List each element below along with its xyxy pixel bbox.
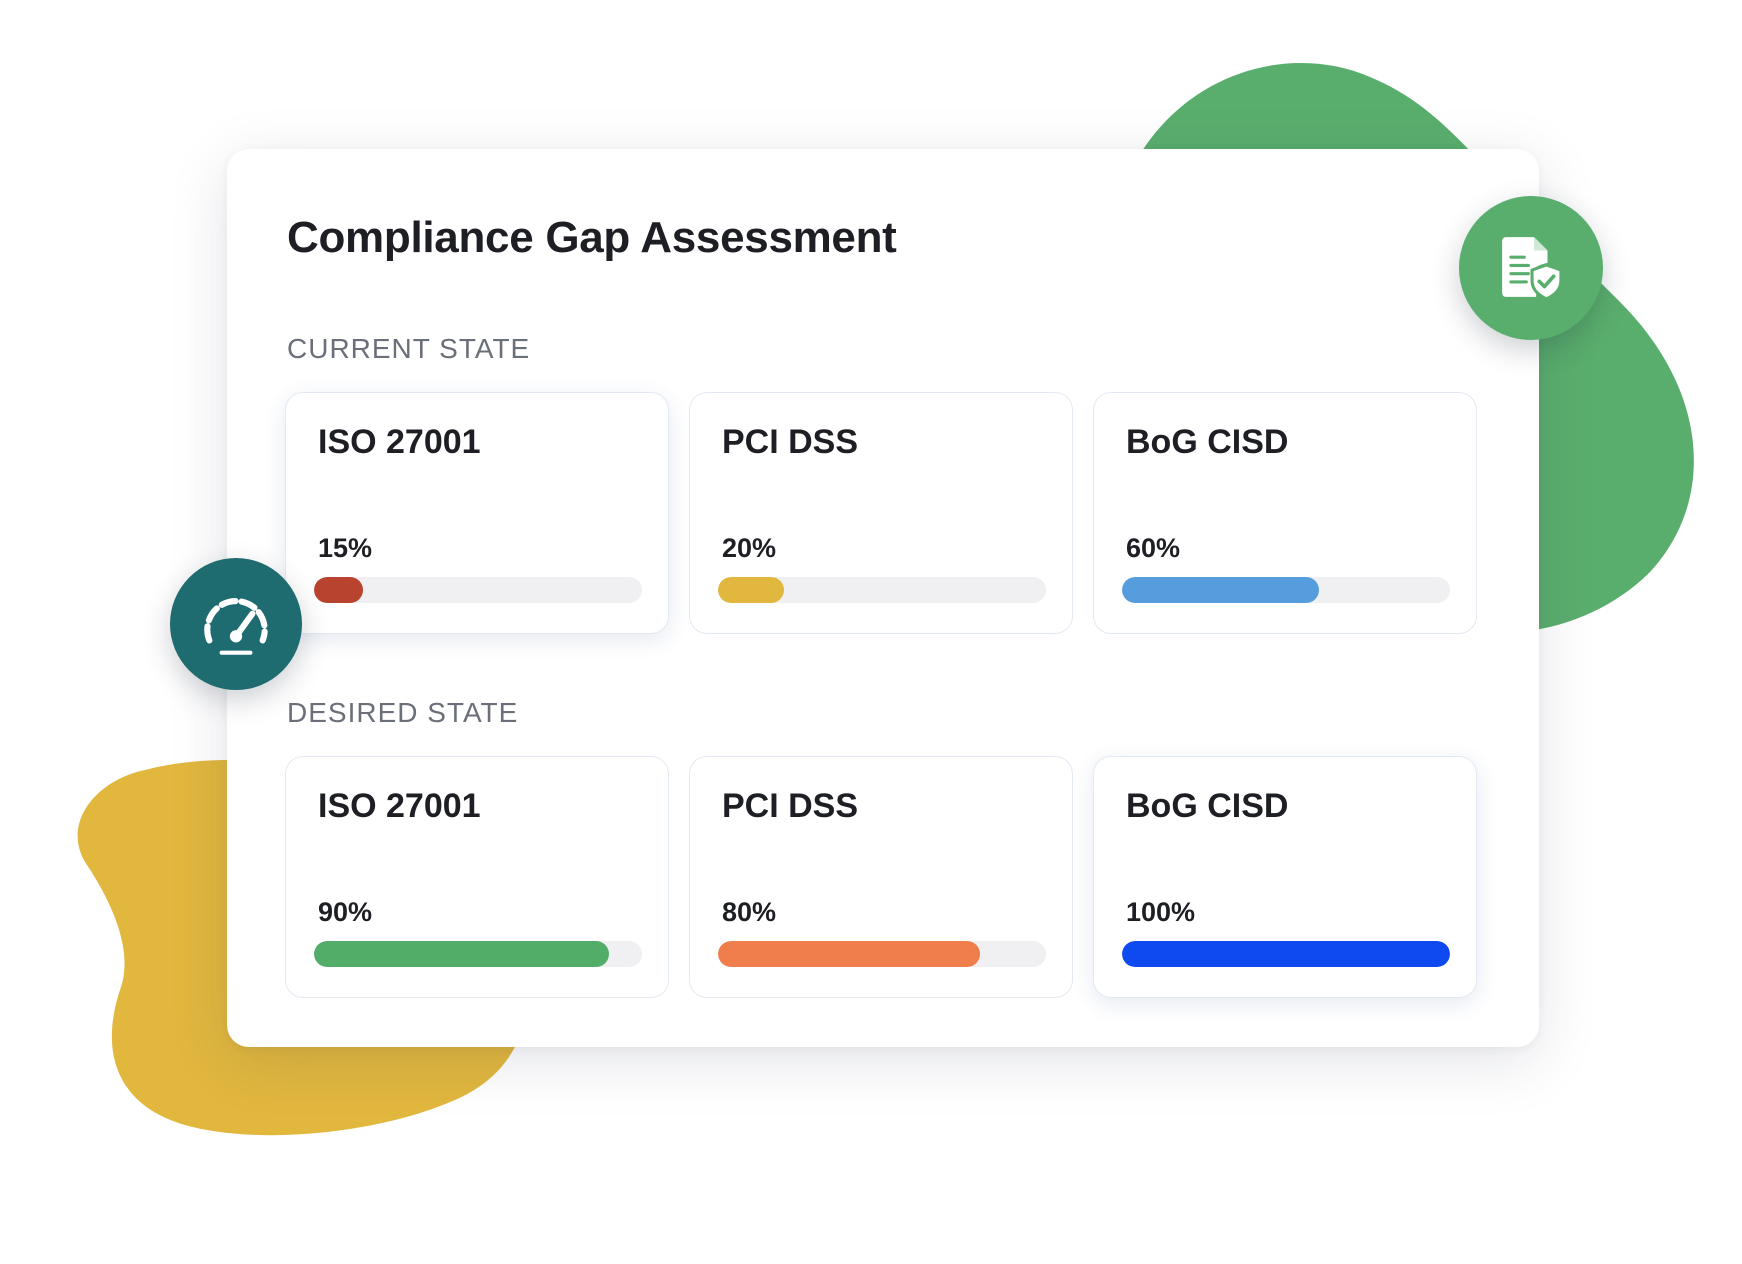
current-iso27001-tile: ISO 27001 15% xyxy=(285,392,669,634)
progress-bar xyxy=(314,941,610,967)
progress-track xyxy=(1122,941,1450,967)
progress-percent: 90% xyxy=(318,897,373,927)
desired-iso27001-tile: ISO 27001 90% xyxy=(285,756,669,998)
framework-name: PCI DSS xyxy=(722,423,859,461)
progress-bar xyxy=(1122,941,1450,967)
progress-bar xyxy=(1122,577,1319,603)
progress-bar xyxy=(718,941,981,967)
progress-percent: 15% xyxy=(318,533,373,563)
compliance-card: Compliance Gap Assessment CURRENT STATE … xyxy=(227,149,1539,1047)
progress-track xyxy=(718,941,1046,967)
progress-track xyxy=(314,941,642,967)
document-shield-icon xyxy=(1502,237,1563,301)
framework-name: ISO 27001 xyxy=(318,787,481,825)
progress-track xyxy=(314,577,642,603)
framework-name: BoG CISD xyxy=(1126,787,1289,825)
framework-name: BoG CISD xyxy=(1126,423,1289,461)
document-badge xyxy=(1459,196,1603,340)
progress-bar xyxy=(314,577,364,603)
desired-state-label: DESIRED STATE xyxy=(287,697,519,728)
progress-bar xyxy=(718,577,784,603)
current-state-label: CURRENT STATE xyxy=(287,333,531,364)
progress-track xyxy=(1122,577,1450,603)
desired-bogcisd-tile: BoG CISD 100% xyxy=(1093,756,1477,998)
progress-percent: 60% xyxy=(1126,533,1181,563)
speedometer-icon xyxy=(204,597,268,655)
progress-percent: 100% xyxy=(1126,897,1196,927)
framework-name: PCI DSS xyxy=(722,787,859,825)
progress-track xyxy=(718,577,1046,603)
progress-percent: 20% xyxy=(722,533,777,563)
page-title: Compliance Gap Assessment xyxy=(287,213,897,262)
progress-percent: 80% xyxy=(722,897,777,927)
desired-pcidss-tile: PCI DSS 80% xyxy=(689,756,1073,998)
current-pcidss-tile: PCI DSS 20% xyxy=(689,392,1073,634)
current-bogcisd-tile: BoG CISD 60% xyxy=(1093,392,1477,634)
framework-name: ISO 27001 xyxy=(318,423,481,461)
gauge-badge xyxy=(170,558,302,690)
